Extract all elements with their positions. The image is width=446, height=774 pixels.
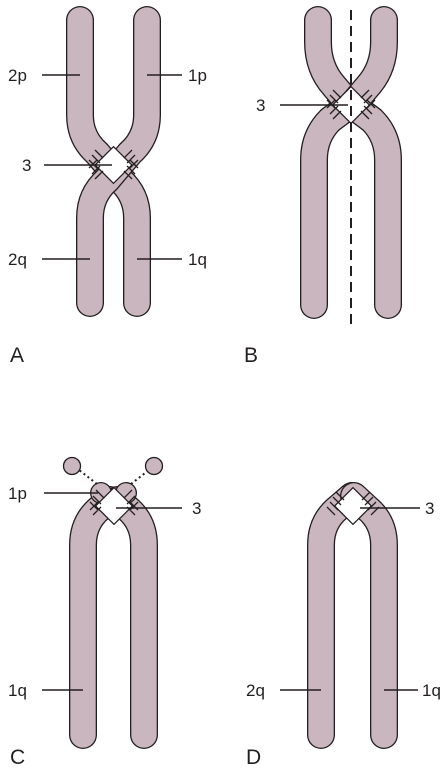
label-2p: 2p (8, 66, 27, 85)
label-centromere: 3 (192, 499, 201, 518)
chromatid-c (83, 500, 144, 735)
panel-d: 3 2q 1q D (246, 488, 441, 769)
label-1p: 1p (8, 484, 27, 503)
chromatid-right-b (352, 20, 388, 305)
panel-c: 1p 3 1q C (8, 458, 201, 770)
label-1q: 1q (8, 681, 27, 700)
satellite-stalk-right (131, 470, 149, 484)
label-1p: 1p (188, 66, 207, 85)
satellite-right (146, 458, 163, 475)
label-centromere: 3 (425, 499, 434, 518)
panel-letter-d: D (246, 746, 261, 769)
panel-letter-c: C (10, 746, 25, 769)
panel-b: 3 B (244, 10, 388, 367)
satellite-stalk-left (79, 470, 97, 484)
satellite-left (64, 458, 81, 475)
label-centromere: 3 (22, 156, 31, 175)
chromatid-left-b (314, 20, 350, 305)
panel-letter-b: B (244, 344, 258, 367)
panel-letter-a: A (10, 344, 24, 367)
chromatid-d (321, 496, 384, 735)
label-2q: 2q (246, 681, 265, 700)
label-1q: 1q (188, 250, 207, 269)
label-2q: 2q (8, 250, 27, 269)
label-centromere: 3 (256, 96, 265, 115)
label-1q: 1q (422, 681, 441, 700)
panel-a: 2p 1p 3 2q 1q A (8, 20, 207, 367)
